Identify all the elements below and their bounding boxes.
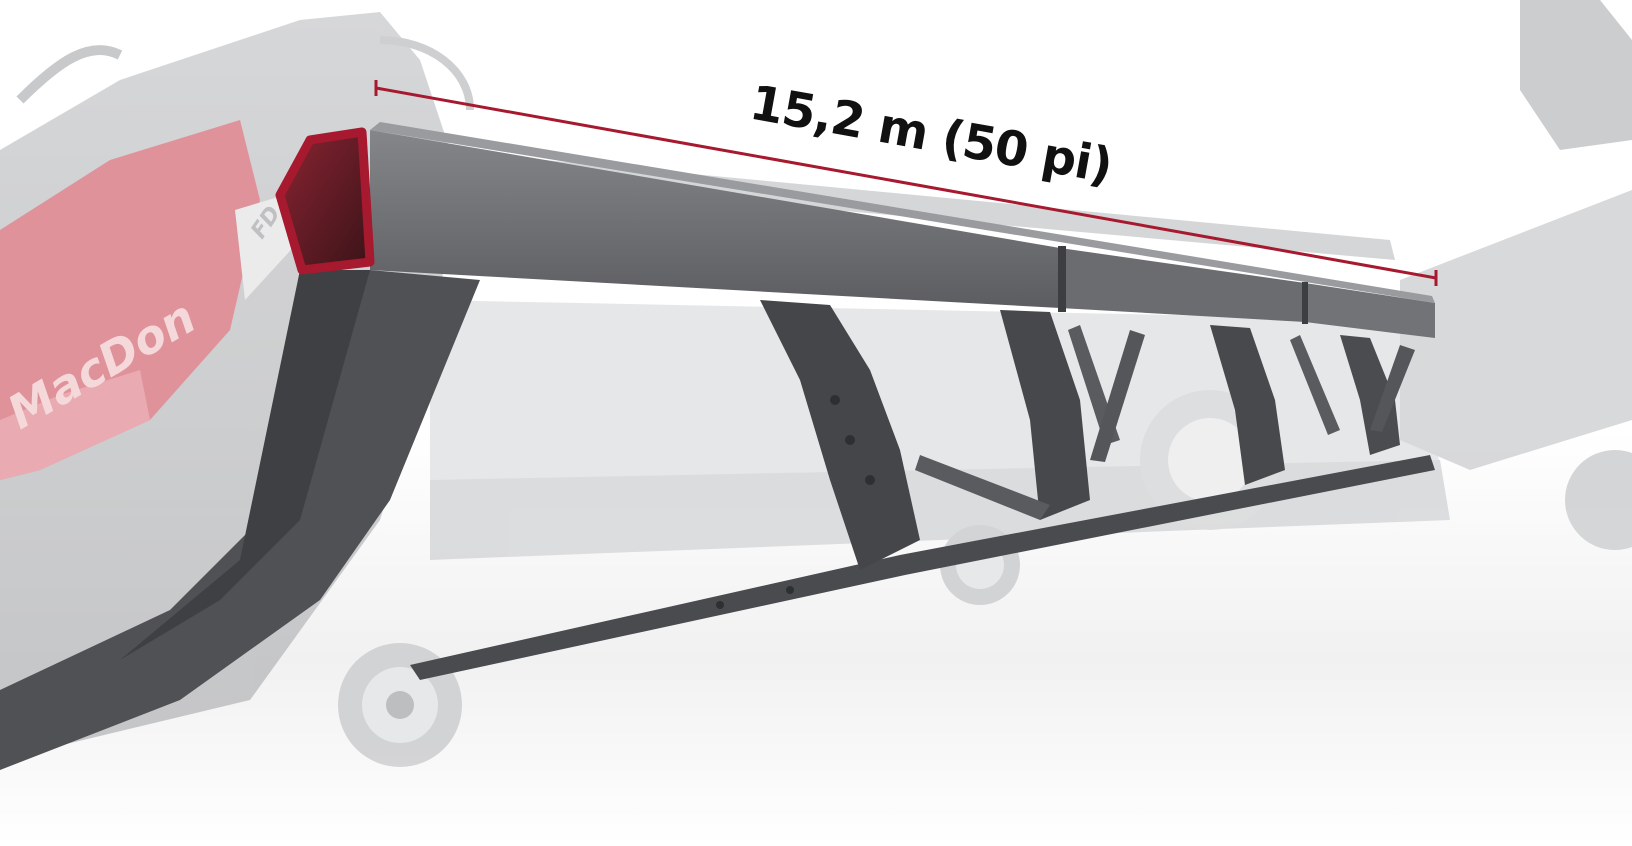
truss-brace-4 [1290,335,1340,435]
support-arm-2 [1000,310,1090,520]
header-frame [0,122,1435,770]
top-beam-section-3 [1305,283,1435,338]
top-beam-section-2 [1060,248,1305,322]
beam-splice-1 [1058,246,1066,312]
hydraulic-hose [16,45,123,104]
top-beam-section-1 [370,130,1060,308]
red-panel-highlight [0,370,150,480]
support-arm-1 [760,300,920,570]
red-side-panel [0,120,260,480]
left-end-leg-inner [120,270,370,660]
left-end-leg [0,270,480,770]
beam-splice-2 [1302,282,1308,324]
support-arm-4 [1340,335,1400,455]
hydraulic-hose-2 [379,36,474,111]
truss-brace-5 [1370,345,1415,432]
right-wheel [1565,450,1632,550]
truss-brace-1 [915,455,1050,520]
right-lift-cylinder [1520,0,1632,150]
dimension-line [375,86,1437,280]
support-arm-3 [1210,325,1285,485]
truss-brace-3 [1090,330,1145,462]
right-transport-frame [1400,190,1632,470]
top-beam-face [370,122,1435,303]
dimension-label: 15,2 m (50 pi) [746,75,1116,195]
lower-rail [410,455,1435,680]
beam-cross-section-highlight [275,127,375,275]
